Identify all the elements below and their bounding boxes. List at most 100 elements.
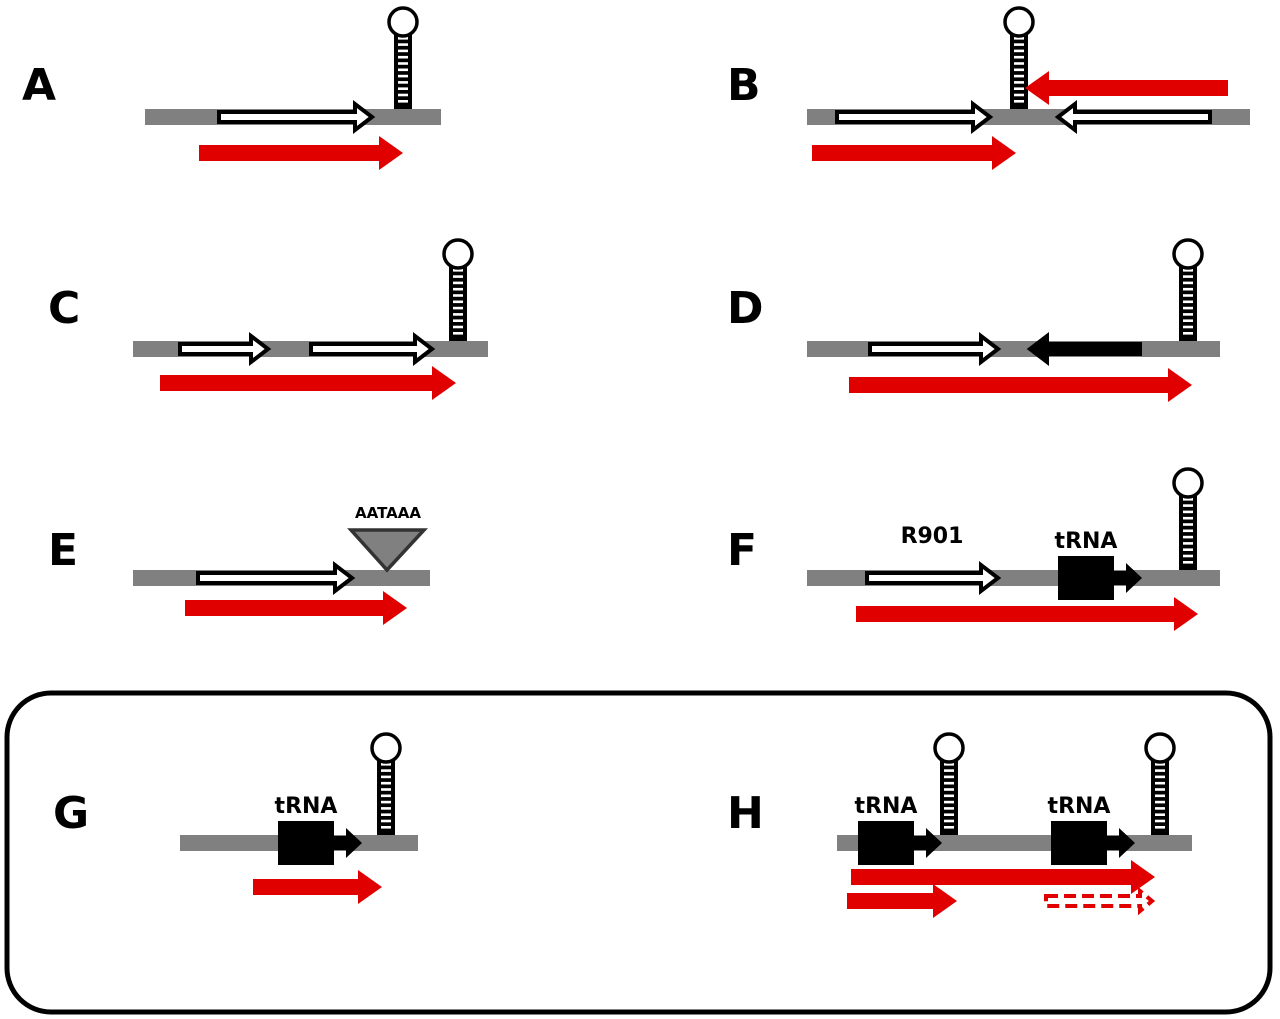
hairpin-rung [1183, 554, 1193, 558]
transcript-arrow-dashed [1044, 886, 1156, 916]
transcript-arrow [849, 368, 1192, 402]
trna-label: tRNA [855, 794, 918, 819]
hairpin-rung [1183, 498, 1193, 501]
transcript-arrow [199, 136, 403, 170]
trna-box [858, 821, 914, 865]
hairpin-rung [381, 781, 391, 785]
hairpin-rung [1183, 287, 1193, 291]
terminator-hairpin-icon [933, 732, 965, 835]
hairpin-rung [1155, 807, 1165, 810]
hairpin-rung [1014, 93, 1024, 97]
trna-box [1051, 821, 1107, 865]
hairpin-rung [1014, 62, 1024, 65]
panel-letter: G [53, 788, 89, 839]
hairpin-rung [944, 788, 954, 791]
terminator-hairpin-icon [1172, 467, 1204, 570]
hairpin-rung [944, 813, 954, 816]
hairpin-loop [1172, 467, 1204, 499]
hairpin-rung [1183, 529, 1193, 533]
hairpin-rung [1183, 523, 1193, 526]
hairpin-rung [1183, 332, 1193, 335]
panel-letter: E [48, 525, 78, 576]
hairpin-rung [944, 769, 954, 772]
hairpin-rung [1014, 43, 1024, 46]
hairpin-rung [1155, 788, 1165, 791]
trna-label: tRNA [275, 794, 338, 819]
hairpin-rung [381, 794, 391, 798]
hairpin-rung [381, 788, 391, 791]
hairpin-loop [1172, 238, 1204, 270]
hairpin-rung [1183, 319, 1193, 322]
transcript-arrow [856, 597, 1198, 631]
trna-gene: tRNA [1048, 794, 1135, 865]
hairpin-rung [398, 62, 408, 65]
terminator-hairpin-icon [1144, 732, 1176, 835]
trna-gene: tRNA [275, 794, 362, 865]
hairpin-loop [1144, 732, 1176, 764]
hairpin-rung [398, 100, 408, 103]
hairpin-rung [1155, 794, 1165, 798]
hairpin-rung [398, 55, 408, 59]
hairpin-rung [381, 813, 391, 816]
panel-a: A [22, 6, 441, 170]
hairpin-rung [398, 37, 408, 40]
gene-arrow [868, 331, 1002, 367]
hairpin-rung [381, 769, 391, 772]
hairpin-rung [1183, 269, 1193, 272]
trna-label: tRNA [1048, 794, 1111, 819]
hairpin-loop [370, 732, 402, 764]
gene-arrow [196, 560, 356, 596]
hairpin-rung [944, 794, 954, 798]
grouping-box [4, 690, 1273, 1015]
hairpin-rung [1183, 516, 1193, 520]
hairpin-rung [1014, 74, 1024, 78]
hairpin-rung [453, 269, 463, 272]
panel-letter: B [727, 60, 761, 111]
hairpin-rung [1183, 561, 1193, 564]
panel-c: C [48, 238, 488, 400]
hairpin-rung [1183, 325, 1193, 329]
panel-letter: H [727, 788, 764, 839]
hairpin-rung [381, 800, 391, 804]
hairpin-rung [381, 826, 391, 829]
hairpin-rung [1155, 813, 1165, 816]
hairpin-rung [398, 93, 408, 97]
panel-d: D [727, 238, 1220, 402]
hairpin-rung [453, 319, 463, 322]
hairpin-rung [453, 332, 463, 335]
hairpin-rung [1183, 542, 1193, 545]
terminator-hairpin-icon [1172, 238, 1204, 341]
hairpin-rung [1014, 55, 1024, 59]
panel-letter: A [22, 60, 56, 111]
trna-direction-arrow [1114, 563, 1142, 593]
transcript-arrow [160, 366, 456, 400]
transcript-arrow [812, 136, 1016, 170]
hairpin-rung [944, 807, 954, 810]
terminator-hairpin-icon [370, 732, 402, 835]
transcript-arrow [1025, 71, 1228, 105]
hairpin-rung [944, 781, 954, 785]
hairpin-rung [398, 74, 408, 78]
hairpin-rung [398, 49, 408, 53]
hairpin-rung [1183, 300, 1193, 304]
hairpin-loop [933, 732, 965, 764]
hairpin-rung [398, 68, 408, 72]
polya-signal-label: AATAAA [355, 504, 421, 522]
hairpin-rung [453, 300, 463, 304]
hairpin-rung [944, 800, 954, 804]
hairpin-rung [944, 819, 954, 823]
hairpin-rung [453, 313, 463, 316]
gene-arrow [1054, 99, 1212, 135]
hairpin-rung [944, 826, 954, 829]
gene-arrow [835, 99, 994, 135]
trna-gene: tRNA [855, 794, 942, 865]
gene-arrow [178, 331, 272, 367]
hairpin-rung [381, 775, 391, 779]
hairpin-rung [1014, 49, 1024, 53]
hairpin-rung [1155, 781, 1165, 785]
hairpin-rung [1155, 769, 1165, 772]
polya-triangle-icon [347, 528, 429, 573]
